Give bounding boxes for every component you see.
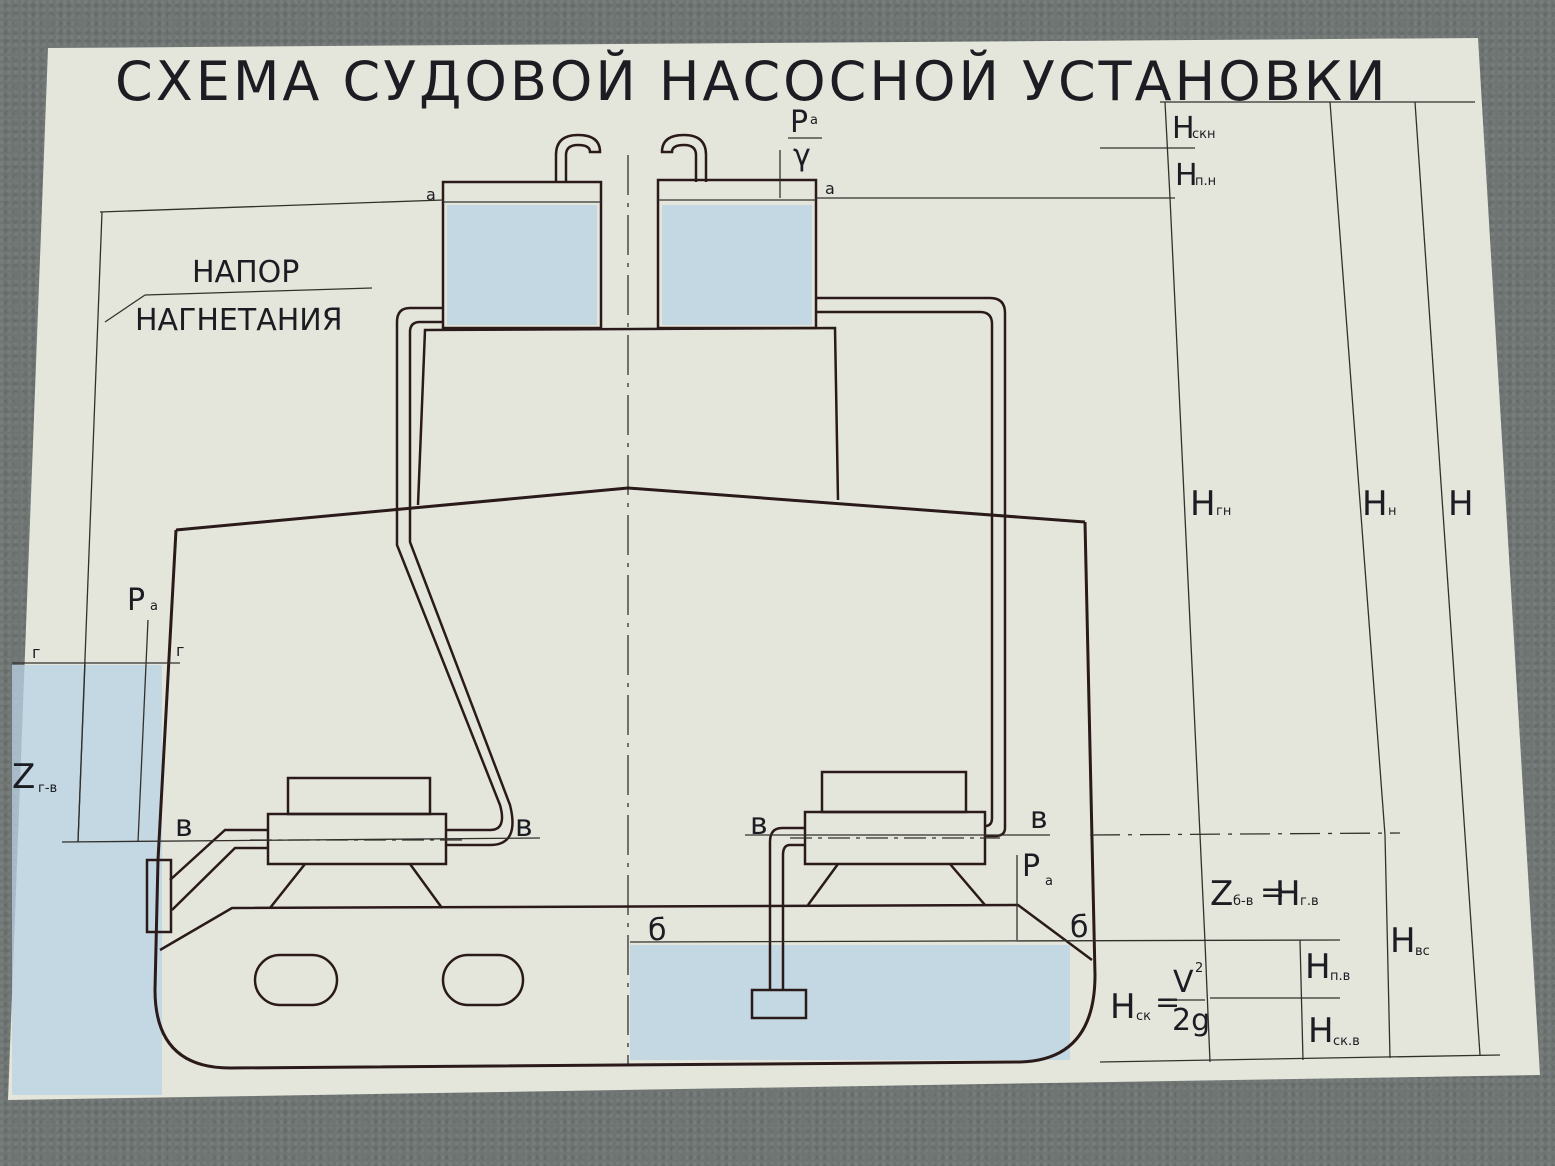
point-v-4: в bbox=[1030, 801, 1048, 836]
left-tank bbox=[441, 180, 603, 330]
napor-label-2: НАГНЕТАНИЯ bbox=[135, 303, 343, 338]
dim-h-n bbox=[1329, 101, 1386, 836]
hull-side-left bbox=[156, 529, 178, 861]
dim-z-gv bbox=[77, 662, 86, 843]
v2-numerator: V bbox=[1173, 965, 1194, 1000]
napor-leader bbox=[104, 294, 146, 323]
pa-right-label: P bbox=[1022, 849, 1040, 884]
point-a-left: a bbox=[426, 185, 436, 204]
z-bv-equals: = bbox=[1260, 875, 1285, 910]
outboard-water bbox=[12, 665, 162, 1095]
hull-side-right bbox=[1083, 521, 1097, 976]
dim-z-bv bbox=[1199, 834, 1206, 943]
h-pv-sub: п.в bbox=[1330, 969, 1350, 984]
left-discharge-pipe-inner bbox=[408, 320, 514, 847]
dim-h-pv bbox=[1299, 939, 1304, 1061]
h-skn-label: H bbox=[1172, 111, 1195, 146]
level-bottom bbox=[1099, 1054, 1501, 1063]
h-pn-sub: п.н bbox=[1195, 174, 1216, 189]
h-ck-sub: ск bbox=[1136, 1009, 1151, 1024]
h-pn-label: H bbox=[1175, 158, 1198, 193]
point-b-right: б bbox=[1070, 910, 1089, 945]
h-gv-label: H bbox=[1275, 874, 1301, 914]
right-pump-foundation bbox=[806, 863, 986, 906]
dim-h-total bbox=[1414, 101, 1481, 1056]
dim-h-skn bbox=[1164, 101, 1171, 199]
h-skv-sub: ск.в bbox=[1333, 1034, 1360, 1049]
dim-h-vs bbox=[1384, 834, 1391, 1059]
pa-top-numerator: P bbox=[790, 105, 808, 140]
h-ck-equals: = bbox=[1155, 985, 1180, 1020]
point-b-left: б bbox=[648, 913, 667, 948]
pa-top-denominator: γ bbox=[793, 138, 811, 173]
napor-divider bbox=[144, 287, 373, 296]
left-suction-pipe bbox=[169, 828, 268, 911]
left-tank-water bbox=[447, 205, 597, 325]
lightening-hole-1 bbox=[253, 953, 339, 1007]
h-n-sub: н bbox=[1388, 504, 1397, 519]
point-g-left: г bbox=[32, 643, 40, 662]
left-vent-pipe bbox=[554, 133, 602, 182]
h-gn-label: H bbox=[1190, 484, 1216, 524]
lightening-hole-2 bbox=[441, 953, 525, 1007]
right-discharge-pipe-inner bbox=[816, 310, 994, 828]
point-v-3: в bbox=[750, 807, 768, 842]
z-gv-sub: г-в bbox=[38, 781, 57, 796]
suction-strainer bbox=[750, 988, 808, 1020]
axis-extension bbox=[1089, 832, 1401, 836]
superstructure bbox=[416, 326, 840, 506]
hull-bottom bbox=[153, 859, 1097, 1070]
pa-left-label: P bbox=[127, 583, 145, 618]
point-v-2: в bbox=[515, 809, 533, 844]
h-ck-label: H bbox=[1110, 987, 1136, 1027]
h-pv-label: H bbox=[1305, 947, 1331, 987]
right-tank-water bbox=[662, 205, 812, 325]
left-pump-foundation bbox=[269, 863, 444, 909]
z-bv-label: Z bbox=[1210, 874, 1233, 914]
h-n-label: H bbox=[1362, 484, 1388, 524]
right-vent-pipe bbox=[660, 133, 708, 182]
h-total-label: H bbox=[1448, 484, 1474, 524]
double-bottom bbox=[159, 903, 1093, 962]
left-discharge-pipe bbox=[395, 306, 504, 832]
h-skn-sub: скн bbox=[1192, 127, 1216, 142]
right-suction-pipe bbox=[768, 826, 805, 990]
point-a-right: a bbox=[825, 179, 835, 198]
point-g-right: г bbox=[176, 641, 184, 660]
level-b bbox=[629, 939, 1341, 943]
dim-pa-left bbox=[137, 619, 149, 843]
pa-top-sub: a bbox=[810, 113, 818, 128]
h-vs-sub: вс bbox=[1415, 944, 1430, 959]
napor-label-1: НАПОР bbox=[192, 255, 299, 290]
level-a bbox=[99, 199, 444, 213]
z-bv-sub: б-в bbox=[1233, 894, 1253, 909]
h-vs-label: H bbox=[1390, 921, 1416, 961]
h-gv-sub: г.в bbox=[1300, 894, 1319, 909]
h-skv-label: H bbox=[1308, 1011, 1334, 1051]
level-v bbox=[61, 837, 541, 843]
v2-exponent: 2 bbox=[1195, 961, 1203, 976]
sea-chest bbox=[145, 858, 173, 934]
hold-water bbox=[630, 945, 1070, 1060]
diagram-title: СХЕМА СУДОВОЙ НАСОСНОЙ УСТАНОВКИ bbox=[115, 50, 1388, 113]
deck-line bbox=[175, 486, 1086, 532]
v2-denominator: 2g bbox=[1172, 1003, 1210, 1038]
z-gv-label: Z bbox=[12, 757, 35, 797]
dim-h-ck bbox=[1204, 941, 1211, 1063]
pa-right-sub: a bbox=[1045, 874, 1053, 889]
pa-left-sub: a bbox=[150, 599, 158, 614]
point-v-1: в bbox=[175, 809, 193, 844]
dim-h-gn bbox=[1169, 197, 1201, 836]
h-gn-sub: гн bbox=[1216, 504, 1231, 519]
